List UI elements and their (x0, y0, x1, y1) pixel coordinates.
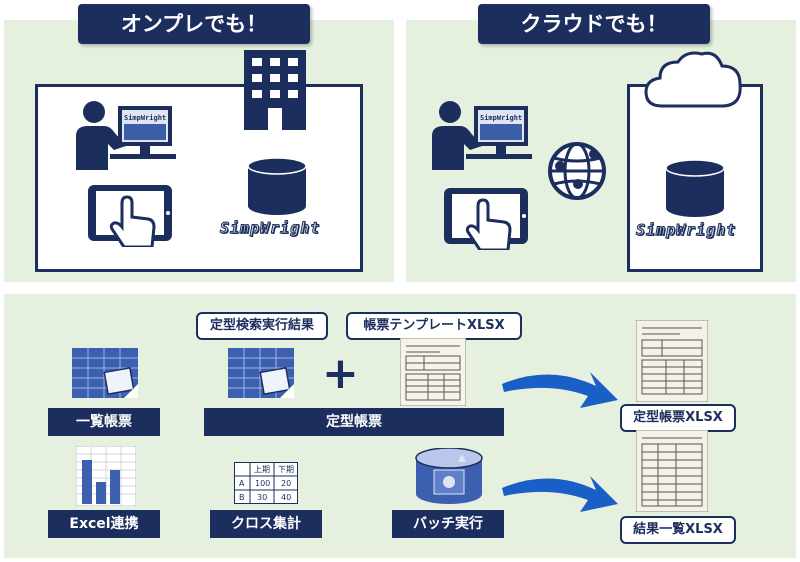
spreadsheet-icon (228, 348, 294, 398)
bar-chart-sheet-icon (76, 446, 136, 506)
document-icon (636, 320, 708, 402)
tablet-touch-icon (88, 185, 172, 247)
cross-cell-b1: 30 (257, 493, 267, 502)
cross-row-a: A (239, 479, 245, 488)
batch-label: バッチ実行 (392, 510, 504, 538)
cross-label: クロス集計 (210, 510, 322, 538)
cross-cell-a2: 20 (281, 479, 291, 488)
globe-network-icon (548, 142, 606, 200)
cross-cell-a1: 100 (255, 479, 270, 488)
arrow-icon (502, 372, 618, 408)
onprem-logo: SimpWright (219, 219, 321, 238)
fixed-report-label: 定型帳票 (204, 408, 504, 436)
cloud-icon (644, 51, 742, 108)
document-icon (400, 338, 466, 406)
building-icon (244, 50, 306, 130)
output-fixed-pill: 定型帳票XLSX (620, 404, 736, 432)
plus-icon: + (322, 348, 359, 399)
tablet-touch-icon (444, 188, 528, 250)
onprem-heading: オンプレでも！ (78, 4, 310, 44)
output-list-pill: 結果一覧XLSX (620, 516, 736, 544)
database-icon (666, 160, 724, 217)
search-result-pill: 定型検索実行結果 (196, 312, 328, 340)
monitor-logo-text: SimpWright (480, 114, 522, 122)
database-icon (248, 158, 306, 215)
arrow-icon (502, 476, 618, 512)
template-pill: 帳票テンプレートXLSX (346, 312, 522, 340)
batch-database-icon (415, 448, 483, 504)
person-computer-icon: SimpWright (432, 101, 532, 170)
cloud-logo: SimpWright (635, 221, 737, 240)
cross-row-b: B (239, 493, 245, 502)
list-report-label: 一覧帳票 (48, 408, 160, 436)
document-icon (636, 430, 708, 512)
cross-header-1: 上期 (254, 465, 270, 474)
excel-label: Excel連携 (48, 510, 160, 538)
cross-cell-b2: 40 (281, 493, 291, 502)
person-computer-icon: SimpWright (76, 101, 176, 170)
monitor-logo-text: SimpWright (124, 114, 166, 122)
spreadsheet-icon (72, 348, 138, 398)
cross-header-2: 下期 (278, 465, 294, 474)
cross-table-icon: 上期 下期 A 100 20 B 30 40 (234, 462, 298, 504)
cloud-heading: クラウドでも！ (478, 4, 710, 44)
